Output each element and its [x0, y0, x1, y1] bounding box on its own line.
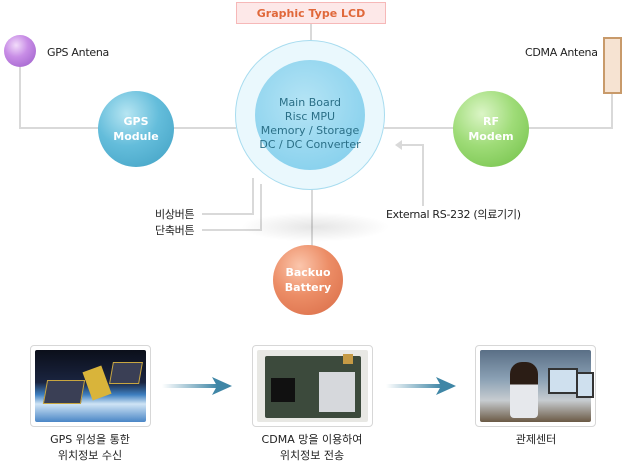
operator-figure — [510, 362, 538, 418]
gps-module-label: Module — [113, 130, 159, 143]
main-board-text: Main Board Risc MPU Memory / Storage DC … — [235, 96, 385, 152]
monitor-icon — [548, 368, 578, 394]
emergency-connector-v — [252, 178, 254, 214]
main-rf-connector — [384, 127, 454, 129]
main-board-circle — [255, 60, 365, 170]
chip-icon — [271, 378, 295, 402]
step-caption: CDMA 망을 이용하여 위치정보 전송 — [232, 432, 392, 464]
lcd-connector — [310, 24, 312, 41]
step-caption-line: 위치정보 전송 — [279, 449, 345, 462]
step-caption-line: CDMA 망을 이용하여 — [261, 433, 363, 446]
cdma-connector-v — [611, 94, 613, 129]
flow-arrow-icon — [162, 377, 232, 395]
rf-modem-label: Modem — [468, 130, 514, 143]
control-center-photo — [475, 345, 596, 427]
step-caption-line: 관제센터 — [515, 433, 557, 446]
battery-label: Battery — [284, 281, 332, 294]
step-caption: GPS 위성을 통한 위치정보 수신 — [10, 432, 170, 464]
shield-module-icon — [319, 372, 355, 412]
flow-arrow-icon — [386, 377, 456, 395]
rf-modem-node: RF Modem — [453, 91, 529, 167]
connector-icon — [343, 354, 353, 364]
cdma-antenna-label: CDMA Antena — [525, 46, 598, 59]
gps-module-main-connector — [173, 127, 236, 129]
external-connector-v — [422, 144, 424, 206]
cdma-connector-h — [528, 127, 613, 129]
battery-label: Backuo — [285, 266, 331, 279]
external-connector-h — [400, 144, 424, 146]
step-caption-line: GPS 위성을 통한 — [50, 433, 130, 446]
main-board-shadow — [240, 212, 390, 242]
lcd-label: Graphic Type LCD — [256, 6, 366, 20]
external-rs232-label: External RS-232 (의료기기) — [386, 208, 521, 221]
lcd-box: Graphic Type LCD — [236, 2, 386, 24]
emergency-button-label: 비상버튼 — [155, 208, 195, 221]
emergency-connector-h — [202, 213, 254, 215]
step-caption-line: 위치정보 수신 — [57, 449, 123, 462]
gps-module-node: GPS Module — [98, 91, 174, 167]
step-caption: 관제센터 — [456, 432, 616, 448]
satellite-panel-icon — [109, 362, 143, 384]
gps-antenna-connector-v — [19, 67, 21, 128]
cdma-module-photo — [252, 345, 373, 427]
external-arrow-icon — [395, 140, 402, 150]
gps-module-label: GPS — [123, 115, 149, 128]
gps-antenna-icon — [4, 35, 36, 67]
satellite-body-icon — [82, 365, 112, 401]
shortcut-button-label: 단축버튼 — [155, 224, 195, 237]
main-board-line: Memory / Storage — [260, 124, 360, 137]
main-board-line: Risc MPU — [284, 110, 336, 123]
battery-connector — [311, 189, 313, 246]
satellite-panel-icon — [42, 380, 86, 404]
gps-antenna-connector-h — [19, 127, 99, 129]
cdma-module-image — [257, 350, 368, 422]
rf-modem-label: RF — [483, 115, 499, 128]
monitor-icon — [576, 372, 594, 398]
cdma-antenna-icon — [603, 37, 622, 94]
satellite-photo — [30, 345, 151, 427]
main-board-line: Main Board — [278, 96, 342, 109]
shortcut-connector-v — [260, 184, 262, 230]
gps-antenna-label: GPS Antena — [47, 46, 109, 59]
shortcut-connector-h — [202, 229, 262, 231]
control-center-image — [480, 350, 594, 422]
satellite-image — [35, 350, 146, 422]
main-board-line: DC / DC Converter — [259, 138, 361, 151]
